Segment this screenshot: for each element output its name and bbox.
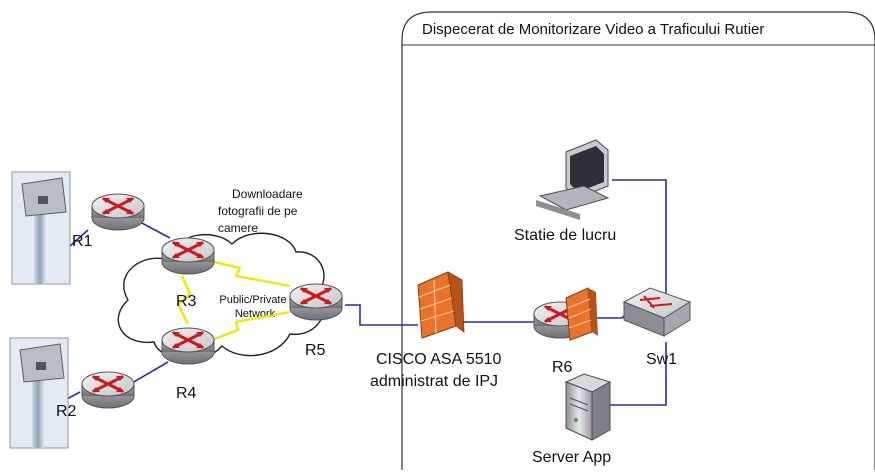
router-r5-label: R5: [305, 342, 326, 359]
router-r3: R3: [160, 236, 216, 310]
r6-firewall-icon: [565, 287, 598, 341]
server-label: Server App: [532, 449, 611, 466]
workstation-label: Statie de lucru: [514, 227, 616, 244]
wireless-links: [176, 260, 291, 342]
router-r6-label: R6: [552, 359, 573, 376]
annotation-line2: fotografii de pe: [218, 204, 298, 218]
router-r2-label: R2: [56, 403, 77, 420]
annotation-line3: camere: [218, 221, 258, 235]
firewall-label-line1: CISCO ASA 5510: [376, 351, 502, 368]
link-r5-asa: [345, 304, 418, 326]
router-r2: R2: [56, 370, 136, 420]
server-app-icon: Server App: [532, 373, 612, 466]
traffic-camera-2: [9, 337, 69, 449]
link-r6-sw1: [596, 311, 629, 319]
zone-title: Dispecerat de Monitorizare Video a Trafi…: [422, 21, 764, 38]
traffic-camera-1: [11, 171, 71, 285]
download-annotation: Downloadare fotografii de pe camere: [218, 187, 303, 235]
link-server-sw1: [610, 342, 667, 406]
workstation-computer-icon: Statie de lucru: [514, 139, 616, 244]
router-r3-label: R3: [176, 293, 197, 310]
switch-sw1: Sw1: [622, 287, 692, 368]
firewall-label-line2: administrat de IPJ: [370, 373, 498, 390]
link-workstation-sw1: [612, 179, 667, 296]
cloud-label-line1: Public/Private: [219, 294, 286, 306]
router-r1: R1: [72, 192, 146, 250]
router-r5: R5: [288, 282, 344, 359]
router-r1-label: R1: [72, 233, 93, 250]
router-r6: R6: [532, 300, 588, 376]
cisco-asa-firewall: CISCO ASA 5510 administrat de IPJ: [370, 271, 502, 390]
switch-label: Sw1: [646, 351, 677, 368]
dispatch-center-zone: Dispecerat de Monitorizare Video a Trafi…: [401, 11, 875, 470]
router-r4-label: R4: [176, 385, 197, 402]
annotation-line1: Downloadare: [232, 187, 303, 201]
router-r4: R4: [160, 326, 216, 402]
link-r1-r3: [139, 221, 171, 239]
